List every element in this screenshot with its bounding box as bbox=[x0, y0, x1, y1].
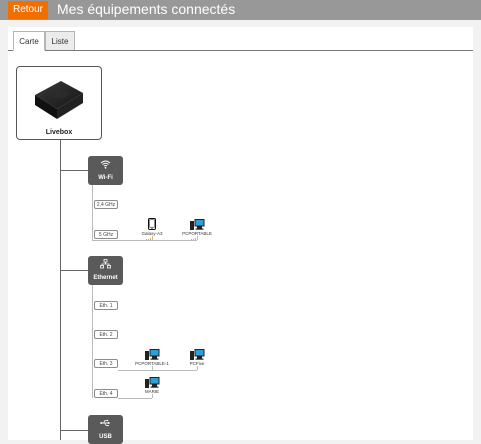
device-pcportable[interactable]: PCPORTABLE bbox=[177, 219, 217, 236]
device-pcfixe[interactable]: PCFixe bbox=[177, 349, 217, 366]
computer-icon bbox=[189, 219, 204, 230]
wifi-band-24ghz[interactable]: 2,4 GHz bbox=[94, 200, 118, 209]
ethernet-label: Ethernet bbox=[93, 275, 118, 281]
eth3-bus bbox=[118, 370, 197, 371]
ethernet-port-2[interactable]: Eth. 2 bbox=[94, 330, 118, 339]
header-bar: Retour Mes équipements connectés bbox=[0, 0, 481, 20]
device-drop-line bbox=[152, 366, 153, 370]
device-drop-line bbox=[152, 236, 153, 240]
signal-icon bbox=[146, 238, 151, 240]
ethernet-port-1[interactable]: Eth. 1 bbox=[94, 301, 118, 310]
back-button[interactable]: Retour bbox=[8, 1, 48, 19]
livebox-icon bbox=[35, 81, 83, 119]
wifi-label: Wi-Fi bbox=[98, 175, 113, 181]
ethernet-connector bbox=[60, 270, 88, 271]
usb-label: USB bbox=[99, 434, 112, 440]
device-label: PCFixe bbox=[189, 361, 205, 366]
ethernet-port-3[interactable]: Eth. 3 bbox=[94, 359, 118, 368]
wifi-band-5ghz[interactable]: 5 GHz bbox=[94, 230, 118, 239]
eth4-bus bbox=[118, 398, 152, 399]
device-label: MARIE bbox=[144, 389, 160, 394]
usb-connector bbox=[60, 430, 88, 431]
usb-icon bbox=[100, 419, 110, 427]
usb-section[interactable]: USB bbox=[88, 415, 123, 444]
ethernet-tree-line bbox=[92, 285, 93, 398]
computer-icon bbox=[189, 349, 204, 360]
ethernet-network-icon bbox=[100, 259, 111, 269]
wifi-section[interactable]: Wi-Fi bbox=[88, 156, 123, 185]
device-drop-line bbox=[197, 236, 198, 240]
wifi-connector bbox=[60, 170, 88, 171]
livebox-node[interactable]: Livebox bbox=[16, 66, 102, 140]
device-label: PCPORTABLE bbox=[182, 231, 212, 236]
ethernet-section[interactable]: Ethernet bbox=[88, 256, 123, 285]
wifi-5ghz-bus bbox=[92, 240, 197, 241]
tab-carte[interactable]: Carte bbox=[13, 31, 45, 51]
tab-divider bbox=[8, 50, 473, 51]
device-drop-line bbox=[197, 366, 198, 370]
trunk-line bbox=[60, 140, 61, 440]
wifi-tree-line bbox=[92, 185, 93, 240]
device-marie[interactable]: MARIE bbox=[132, 377, 172, 394]
device-label: PCPORTABLE-1 bbox=[135, 361, 169, 366]
device-galaxy-a3[interactable]: Galaxy-A3 bbox=[132, 218, 172, 236]
device-label: Galaxy-A3 bbox=[141, 231, 163, 236]
computer-icon bbox=[144, 377, 159, 388]
tab-liste[interactable]: Liste bbox=[45, 31, 75, 51]
wifi-icon bbox=[100, 160, 111, 169]
ethernet-port-4[interactable]: Eth. 4 bbox=[94, 389, 118, 398]
page-title: Mes équipements connectés bbox=[57, 1, 236, 17]
computer-icon bbox=[144, 349, 159, 360]
livebox-label: Livebox bbox=[45, 129, 73, 136]
device-drop-line bbox=[152, 394, 153, 398]
device-pcportable-1[interactable]: PCPORTABLE-1 bbox=[132, 349, 172, 366]
signal-icon bbox=[191, 238, 196, 240]
smartphone-icon bbox=[148, 218, 156, 230]
